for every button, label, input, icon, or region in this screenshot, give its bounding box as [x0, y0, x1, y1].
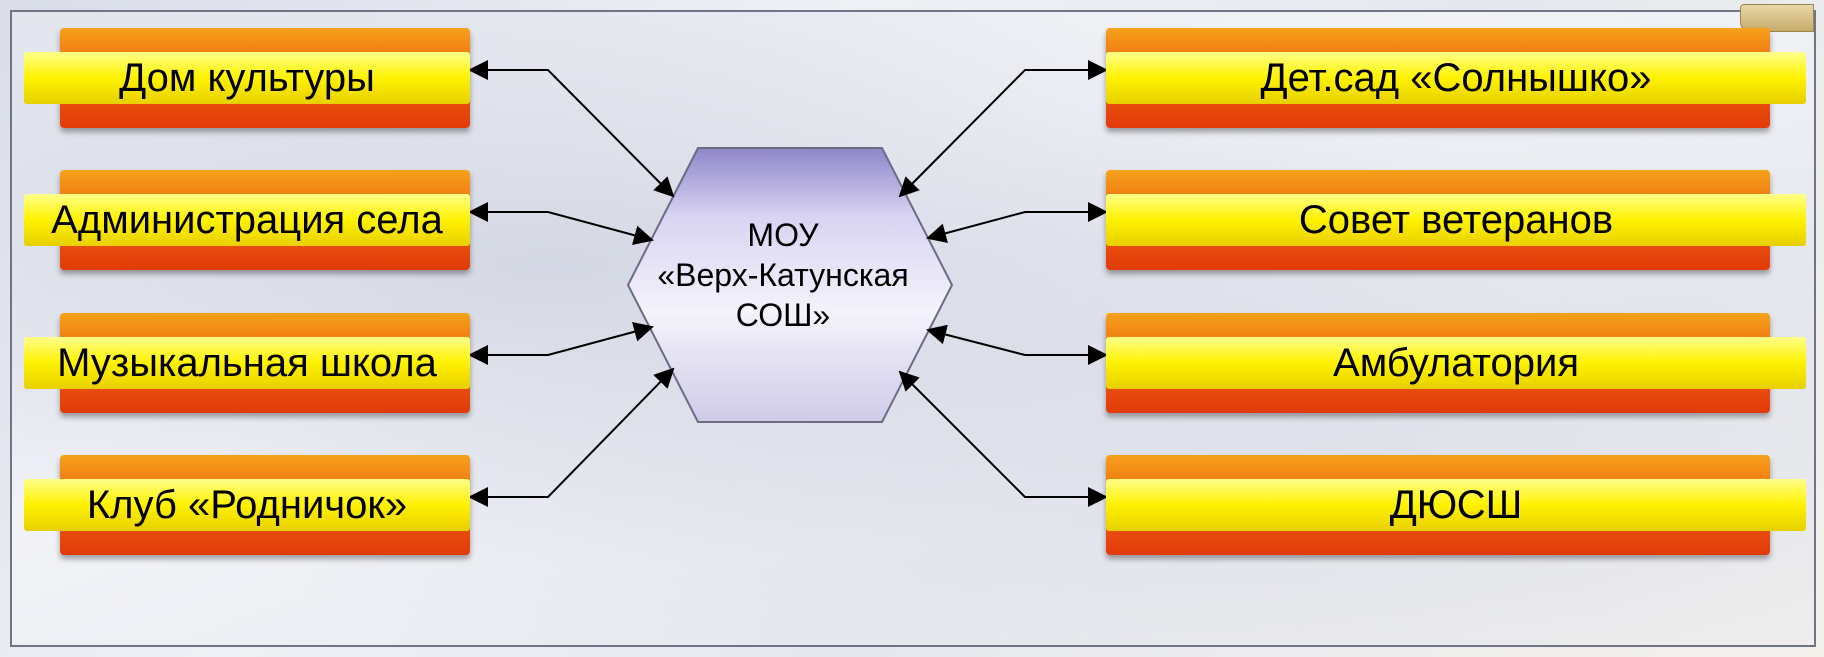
arrow-ambulatoriya	[926, 324, 1108, 365]
arrow-dyussh	[898, 370, 1108, 507]
node-label: ДЮСШ	[1389, 482, 1523, 527]
node-muzykalnaya-shkola: Музыкальная школа	[24, 313, 470, 413]
node-dyussh: ДЮСШ	[1106, 455, 1806, 555]
node-detsad-solnyshko: Дет.сад «Солнышко»	[1106, 28, 1806, 128]
node-sovet-veteranov: Совет ветеранов	[1106, 170, 1806, 270]
arrow-muzykalnaya-shkola	[468, 322, 654, 365]
arrow-dom-kultury	[468, 60, 675, 198]
node-administratsiya: Администрация села	[24, 170, 470, 270]
scroll-decoration	[1740, 4, 1814, 32]
node-klub-rodnichok: Клуб «Родничок»	[24, 455, 470, 555]
node-label: Совет ветеранов	[1298, 197, 1614, 242]
arrow-administratsiya	[468, 202, 654, 245]
arrow-sovet-veteranov	[926, 202, 1108, 243]
node-label: Администрация села	[51, 197, 443, 242]
center-hexagon	[626, 147, 954, 423]
node-dom-kultury: Дом культуры	[24, 28, 470, 128]
center-line-1: МОУ	[747, 217, 819, 253]
arrow-klub-rodnichok	[468, 367, 675, 507]
node-label: Амбулатория	[1333, 340, 1579, 385]
center-line-2: «Верх-Катунская	[657, 257, 909, 293]
center-label: МОУ «Верх-Катунская СОШ»	[628, 215, 938, 335]
node-label: Дом культуры	[119, 55, 375, 100]
node-label: Музыкальная школа	[57, 340, 437, 385]
node-ambulatoriya: Амбулатория	[1106, 313, 1806, 413]
arrow-detsad	[898, 60, 1108, 198]
node-label: Дет.сад «Солнышко»	[1260, 55, 1652, 100]
center-line-3: СОШ»	[735, 297, 831, 333]
node-label: Клуб «Родничок»	[86, 482, 408, 527]
